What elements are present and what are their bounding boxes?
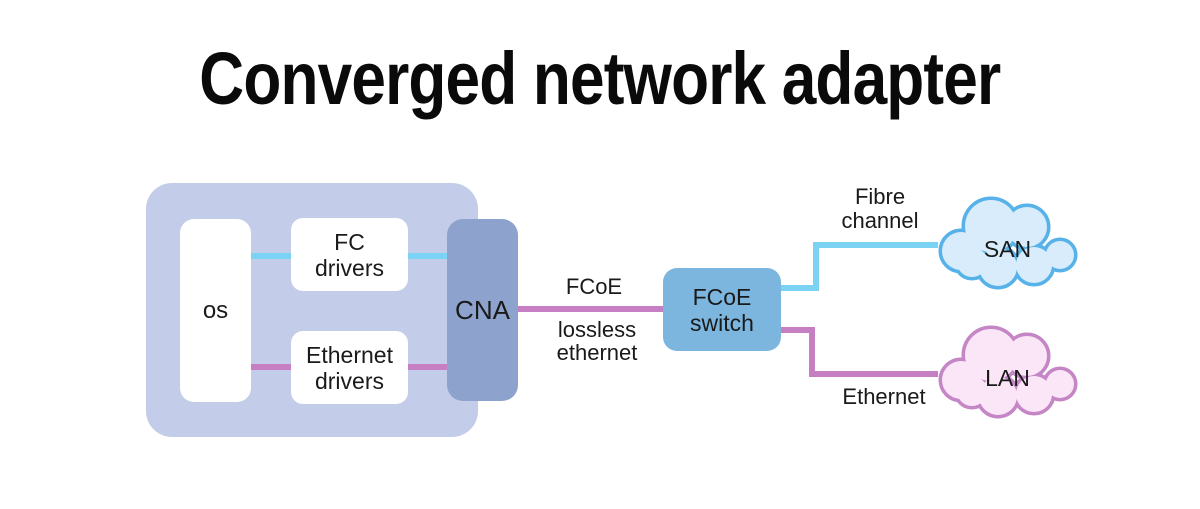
os-label: os xyxy=(202,296,229,324)
ethernet-drivers-label: Ethernet drivers xyxy=(306,341,393,394)
fcoe-link-label: FCoE xyxy=(565,274,623,299)
fc-drivers-node: FC drivers xyxy=(291,218,408,291)
os-node: os xyxy=(180,219,251,402)
cna-node: CNA xyxy=(447,219,518,401)
san-label: SAN xyxy=(983,236,1032,262)
edge-fcoe-switch-to-lan xyxy=(779,327,938,377)
fcoe-switch-label: FCoE switch xyxy=(690,283,754,336)
fc-drivers-label: FC drivers xyxy=(314,228,384,281)
page-title-text: Converged network adapter xyxy=(199,37,1001,120)
lan-label: LAN xyxy=(985,365,1030,391)
lossless-ethernet-label: lossless ethernet xyxy=(556,317,638,365)
ethernet-drivers-node: Ethernet drivers xyxy=(291,331,408,404)
ethernet-link-label: Ethernet xyxy=(842,384,926,409)
fcoe-switch-node: FCoE switch xyxy=(663,268,781,351)
cna-label: CNA xyxy=(455,294,510,325)
edge-fcoe-switch-to-san xyxy=(779,242,938,291)
fibre-channel-label: Fibre channel xyxy=(841,184,919,233)
page-title: Converged network adapter xyxy=(0,40,1200,118)
